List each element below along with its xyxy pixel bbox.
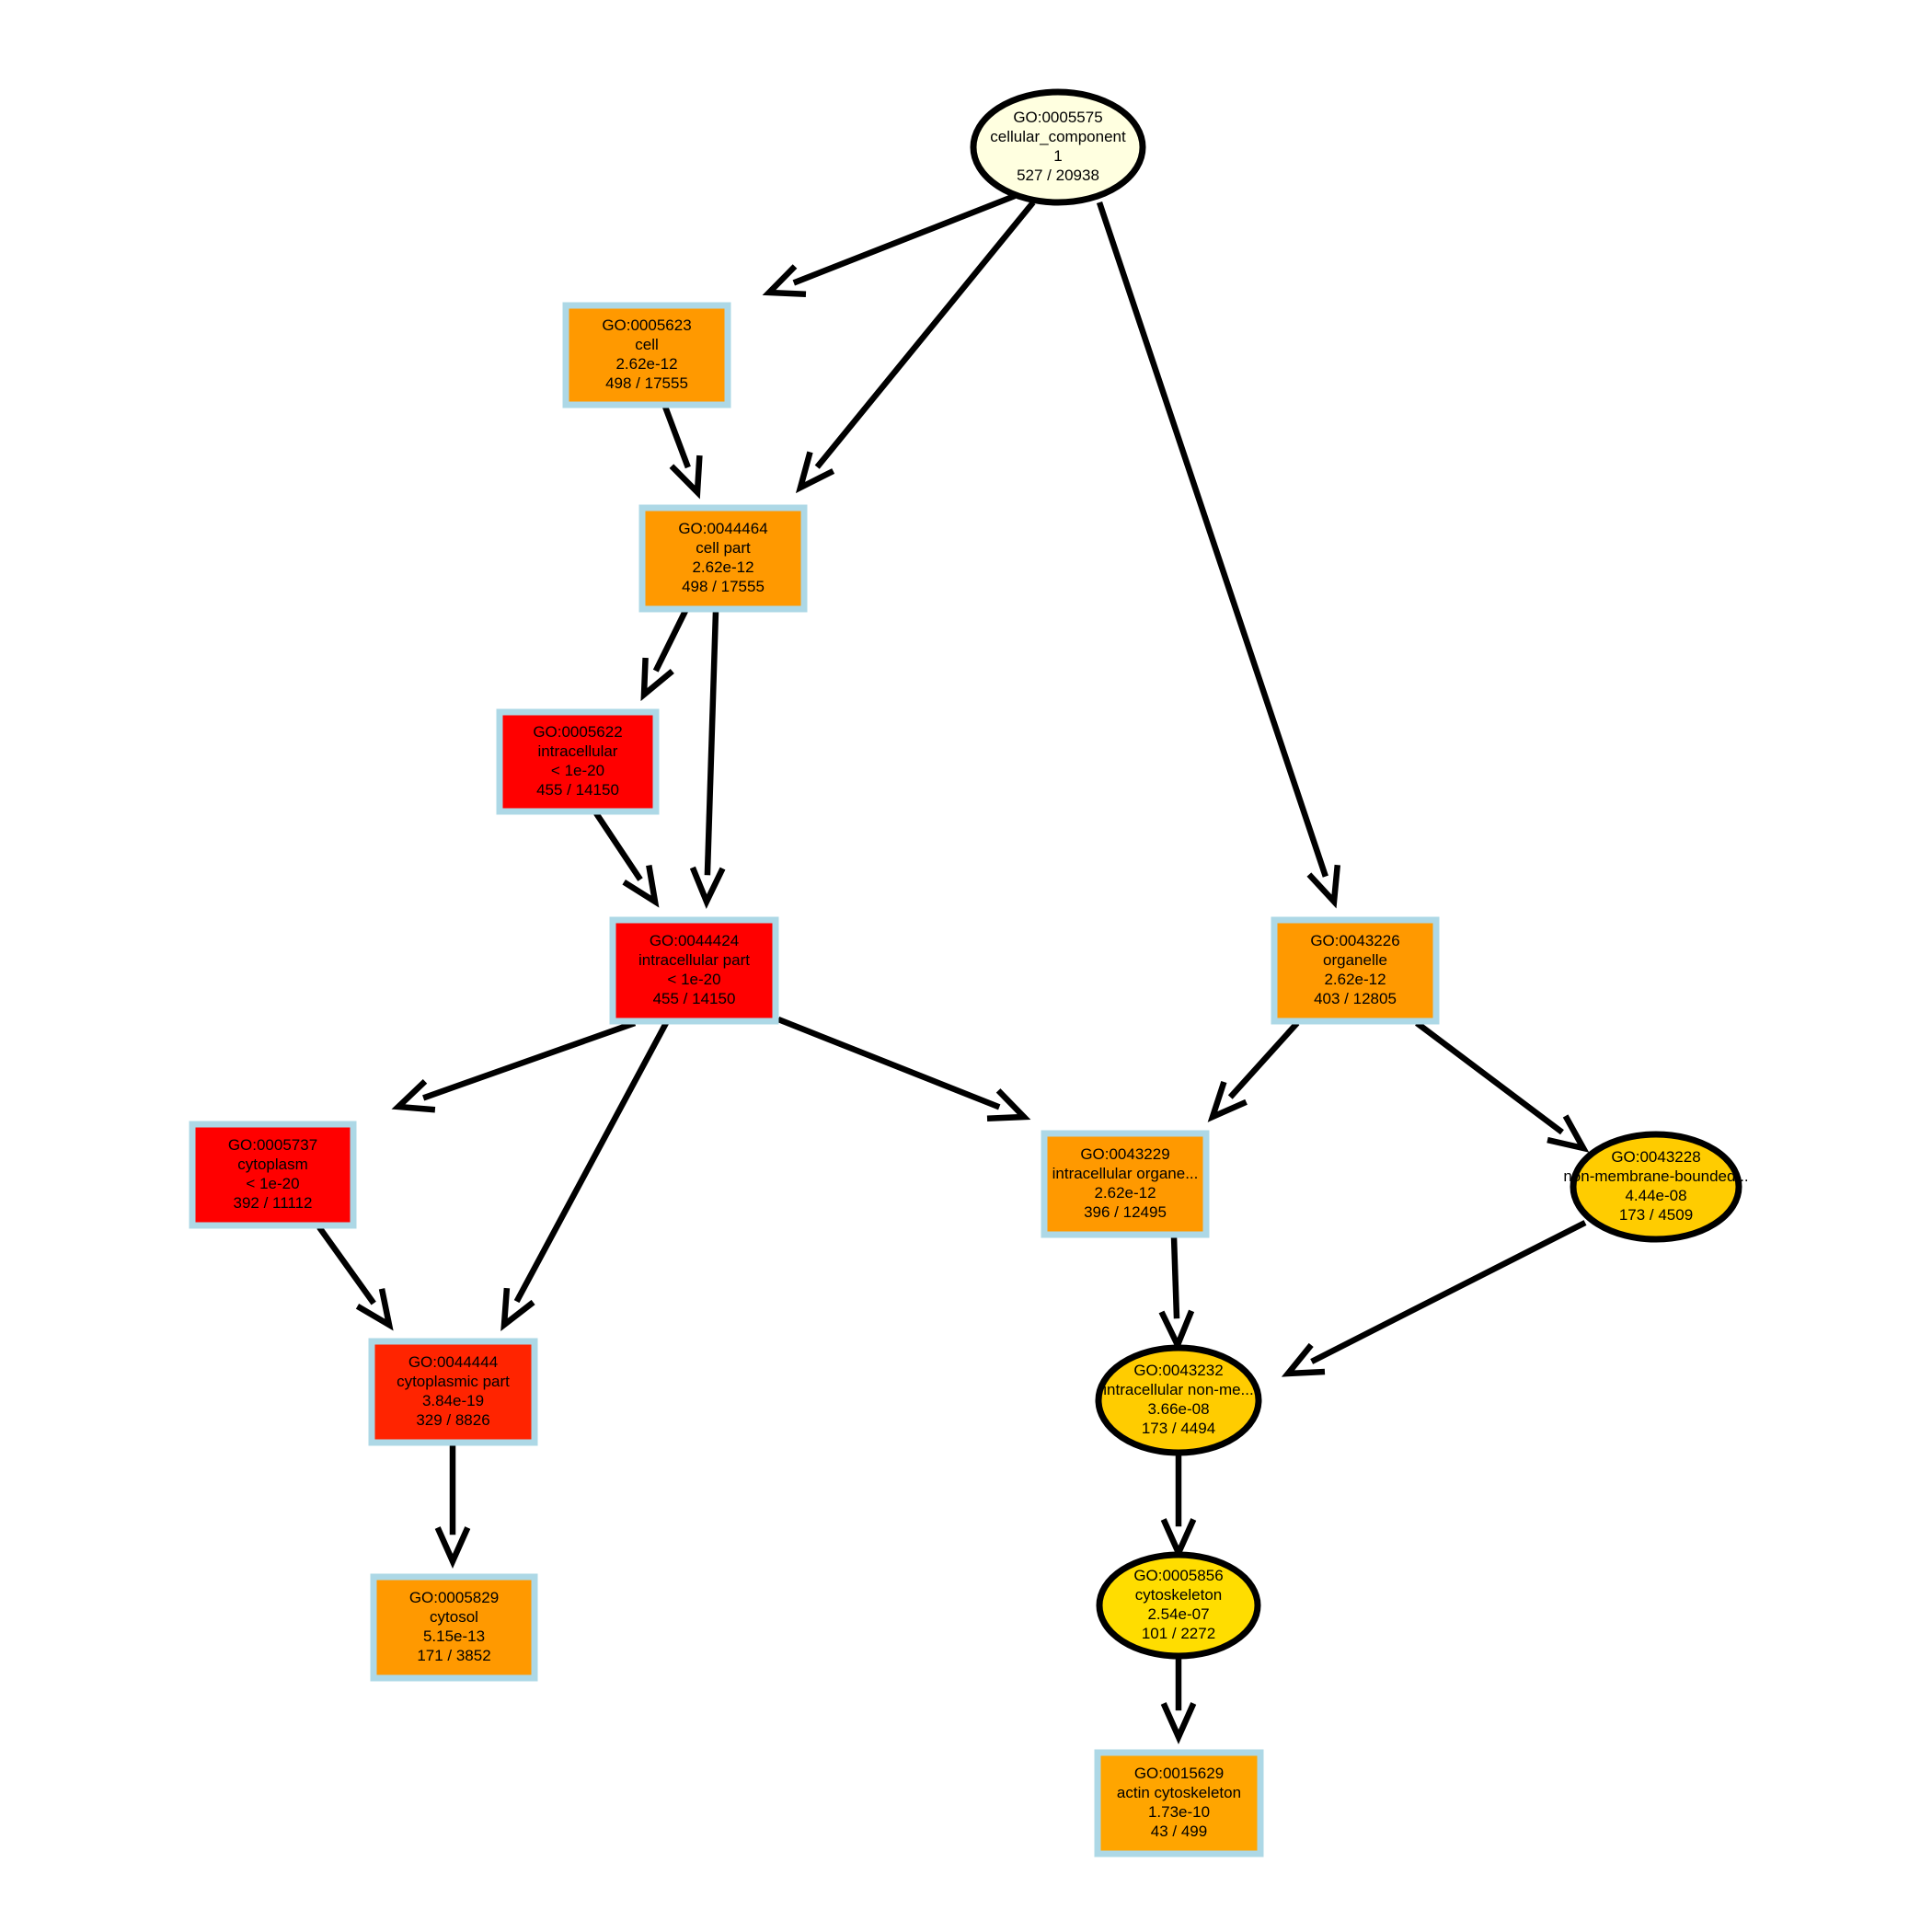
node-ellipse[interactable]: [1570, 1131, 1742, 1243]
node-box[interactable]: [1094, 1749, 1264, 1857]
arrow-head-icon: [669, 454, 703, 500]
edge-GO0044424-to-GO0005737: [391, 1019, 637, 1113]
edge-GO0005622-to-GO0044424: [593, 811, 660, 908]
arrow-head-icon: [795, 451, 835, 494]
node-go0043228[interactable]: GO:0043228non-membrane-bounded...4.44e-0…: [1563, 1131, 1749, 1243]
arrow-head-icon: [640, 657, 674, 702]
edge-GO0043228-to-GO0043232: [1281, 1220, 1587, 1377]
edge-shaft: [1170, 1236, 1180, 1319]
edge-shaft: [1415, 1020, 1564, 1135]
edge-GO0044424-to-GO0044444: [500, 1021, 669, 1332]
edge-shaft: [652, 609, 688, 673]
edge-shaft: [704, 610, 719, 876]
edge-GO0044464-to-GO0044424: [689, 610, 726, 909]
arrow-head-icon: [689, 866, 726, 909]
node-ellipse[interactable]: [1095, 1344, 1262, 1456]
edge-shaft: [661, 405, 691, 469]
edge-shaft: [1227, 1020, 1300, 1099]
arrow-head-icon: [391, 1079, 436, 1113]
arrow-head-icon: [434, 1526, 471, 1569]
arrow-head-icon: [500, 1287, 535, 1332]
arrow-head-icon: [1207, 1080, 1248, 1122]
edge-GO0044424-to-GO0043229: [776, 1016, 1031, 1121]
node-box[interactable]: [562, 302, 731, 408]
node-box[interactable]: [496, 708, 660, 815]
edge-GO0043229-to-GO0043232: [1158, 1236, 1195, 1352]
edge-GO0005575-to-GO0043226: [1096, 201, 1341, 909]
edge-GO0044444-to-GO0005829: [434, 1444, 471, 1569]
node-box[interactable]: [1271, 916, 1440, 1025]
arrow-head-icon: [1547, 1114, 1590, 1153]
arrow-head-icon: [1306, 864, 1341, 909]
node-box[interactable]: [638, 504, 808, 613]
arrow-head-icon: [762, 264, 807, 298]
arrow-head-icon: [355, 1288, 394, 1331]
edge-GO0043226-to-GO0043229: [1207, 1020, 1300, 1122]
arrow-head-icon: [1281, 1342, 1326, 1377]
edge-shaft: [792, 192, 1017, 286]
node-ellipse[interactable]: [970, 88, 1146, 206]
edge-shaft: [776, 1016, 1001, 1110]
edge-GO0043226-to-GO0043228: [1415, 1020, 1590, 1153]
edge-GO0044464-to-GO0005622: [640, 609, 688, 702]
edge-GO0005856-to-GO0015629: [1160, 1657, 1197, 1744]
arrow-head-icon: [986, 1088, 1031, 1121]
edge-shaft: [422, 1019, 637, 1101]
edge-GO0005623-to-GO0044464: [661, 405, 703, 500]
edge-shaft: [593, 811, 643, 881]
edge-GO0043232-to-GO0005856: [1160, 1455, 1197, 1560]
edge-shaft: [513, 1021, 669, 1304]
node-box[interactable]: [370, 1573, 538, 1682]
node-box[interactable]: [189, 1121, 357, 1229]
edges-layer: [316, 192, 1590, 1744]
node-box[interactable]: [368, 1338, 538, 1446]
edge-GO0005575-to-GO0044464: [795, 200, 1036, 494]
node-box[interactable]: [1041, 1130, 1210, 1238]
arrow-head-icon: [1160, 1702, 1197, 1744]
arrow-head-icon: [622, 865, 660, 908]
node-box[interactable]: [609, 916, 779, 1025]
edge-GO0005575-to-GO0005623: [762, 192, 1017, 298]
node-ellipse[interactable]: [1096, 1551, 1261, 1660]
edge-shaft: [1096, 201, 1328, 878]
edge-shaft: [814, 200, 1036, 469]
edge-shaft: [316, 1225, 376, 1305]
edge-shaft: [1310, 1220, 1587, 1364]
edge-GO0005737-to-GO0044444: [316, 1225, 394, 1331]
